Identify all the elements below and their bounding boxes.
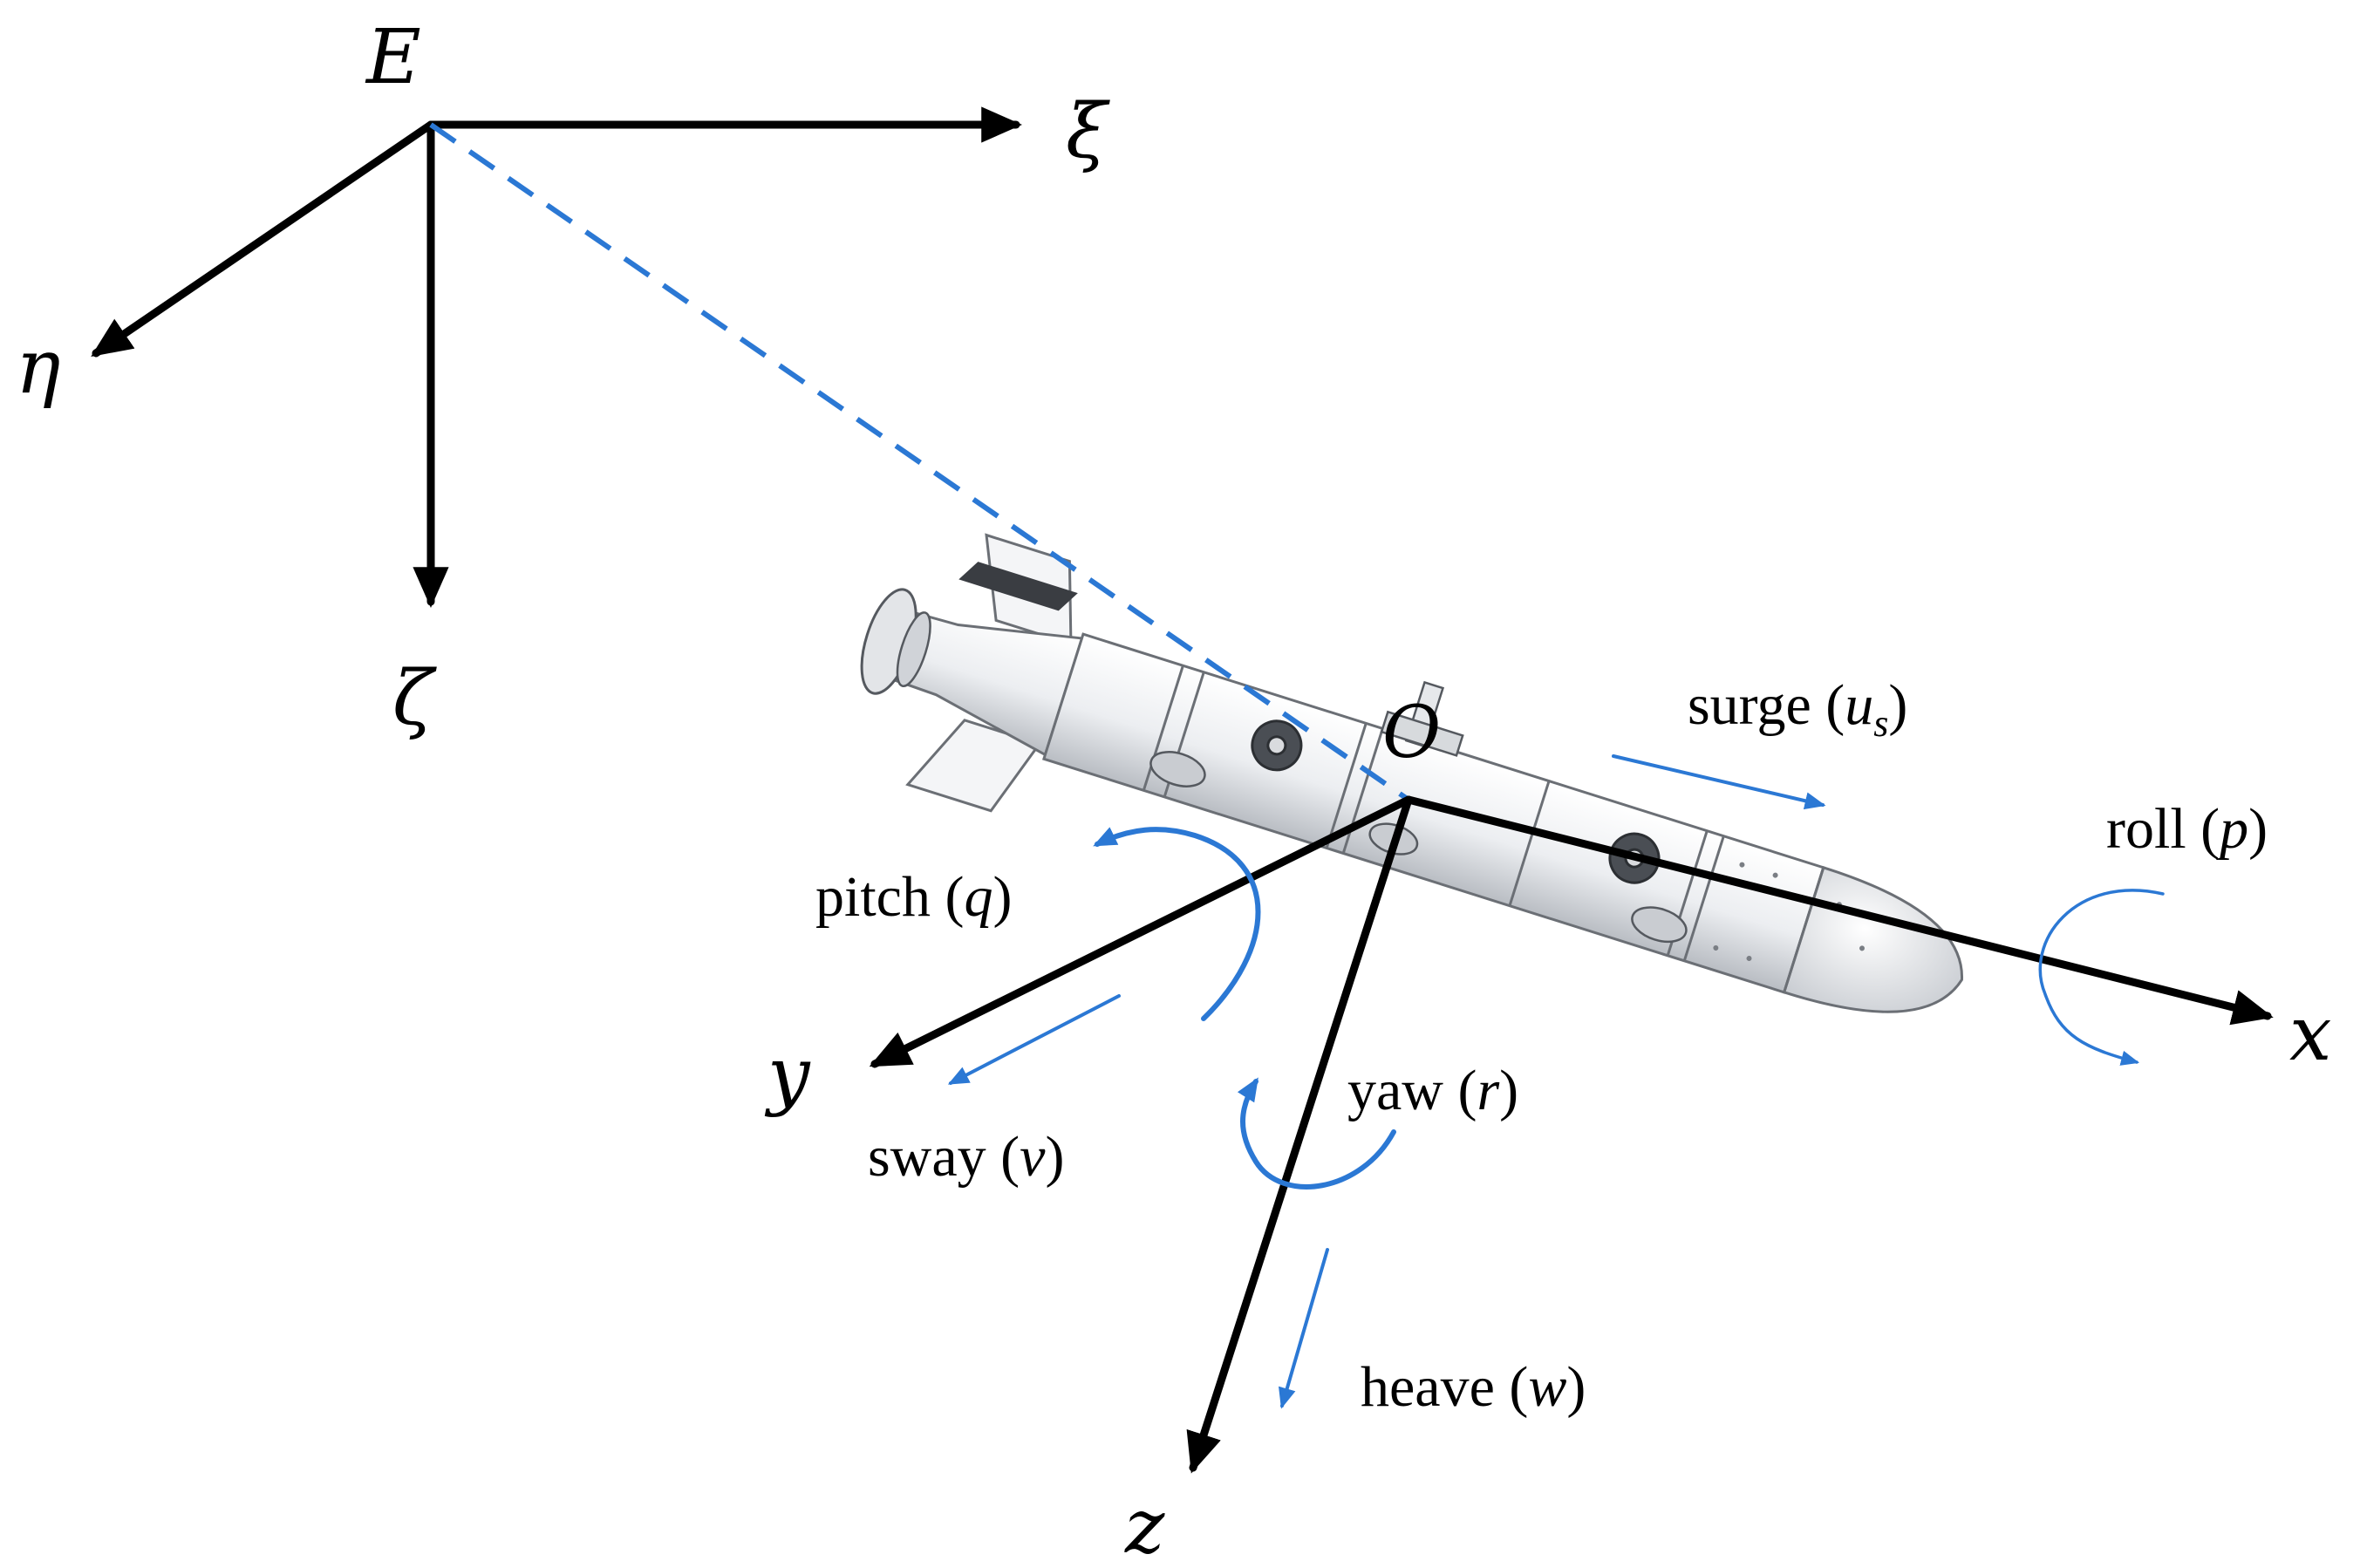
pitch-label: pitch (q) <box>815 865 1012 929</box>
sway-arrow <box>947 994 1121 1085</box>
body-frame <box>869 795 2274 1474</box>
earth-origin-label: E <box>365 14 421 101</box>
y-axis <box>869 795 1413 1068</box>
pitch-arrow <box>1093 827 1261 1021</box>
body-origin-label: O <box>1382 692 1441 774</box>
x-axis <box>1404 795 2274 1026</box>
earth-frame <box>91 106 1023 609</box>
position-vector-dashed <box>429 122 1410 802</box>
yaw-label: yaw (r) <box>1347 1059 1518 1122</box>
z-label: z <box>1124 1483 1165 1568</box>
surge-label: surge (us) <box>1688 673 1907 745</box>
roll-label: roll (p) <box>2106 797 2268 861</box>
y-label: y <box>764 1032 811 1119</box>
sway-label: sway (v) <box>868 1125 1064 1189</box>
z-axis <box>1186 795 1413 1474</box>
surge-arrow <box>1612 754 1826 810</box>
x-label: x <box>2289 991 2332 1078</box>
eta-axis <box>91 120 435 358</box>
heave-label: heave (w) <box>1361 1355 1586 1419</box>
vehicle-hull-drawing <box>860 533 1963 1013</box>
yaw-arrow <box>1237 1077 1396 1190</box>
zeta-label: ζ <box>392 655 437 742</box>
xi-label: ξ <box>1066 88 1110 175</box>
roll-arrow <box>2038 889 2165 1066</box>
heave-arrow <box>1279 1248 1329 1409</box>
eta-label: η <box>16 324 61 411</box>
